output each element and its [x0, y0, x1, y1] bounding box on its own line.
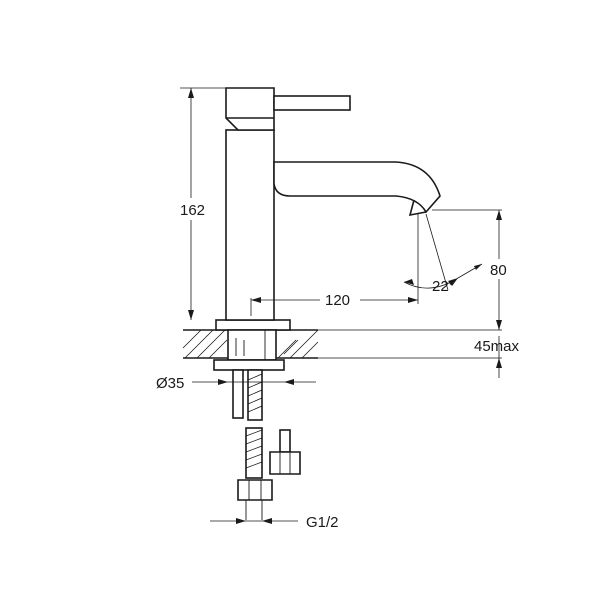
- dimension-height-80: 80: [432, 209, 516, 330]
- mounting-hardware: [213, 329, 285, 421]
- height-label: 162: [180, 202, 205, 219]
- dimension-angle-22: 22°: [403, 213, 483, 295]
- angle-label: 22°: [432, 278, 455, 295]
- faucet-body: [215, 87, 441, 331]
- dimension-height-162: 162: [178, 87, 226, 320]
- dimension-reach-120: 120: [250, 214, 419, 316]
- reach-label: 120: [325, 292, 350, 309]
- dimension-deck-45max: 45max: [318, 329, 520, 378]
- dimension-thread-g12: G1/2: [210, 514, 339, 531]
- spout-height-label: 80: [490, 262, 507, 279]
- flex-hoses: [237, 427, 301, 520]
- thread-label: G1/2: [306, 514, 339, 531]
- dimension-diameter-35: Ø35: [156, 375, 316, 392]
- deck-thickness-label: 45max: [474, 338, 520, 355]
- diameter-label: Ø35: [156, 375, 184, 392]
